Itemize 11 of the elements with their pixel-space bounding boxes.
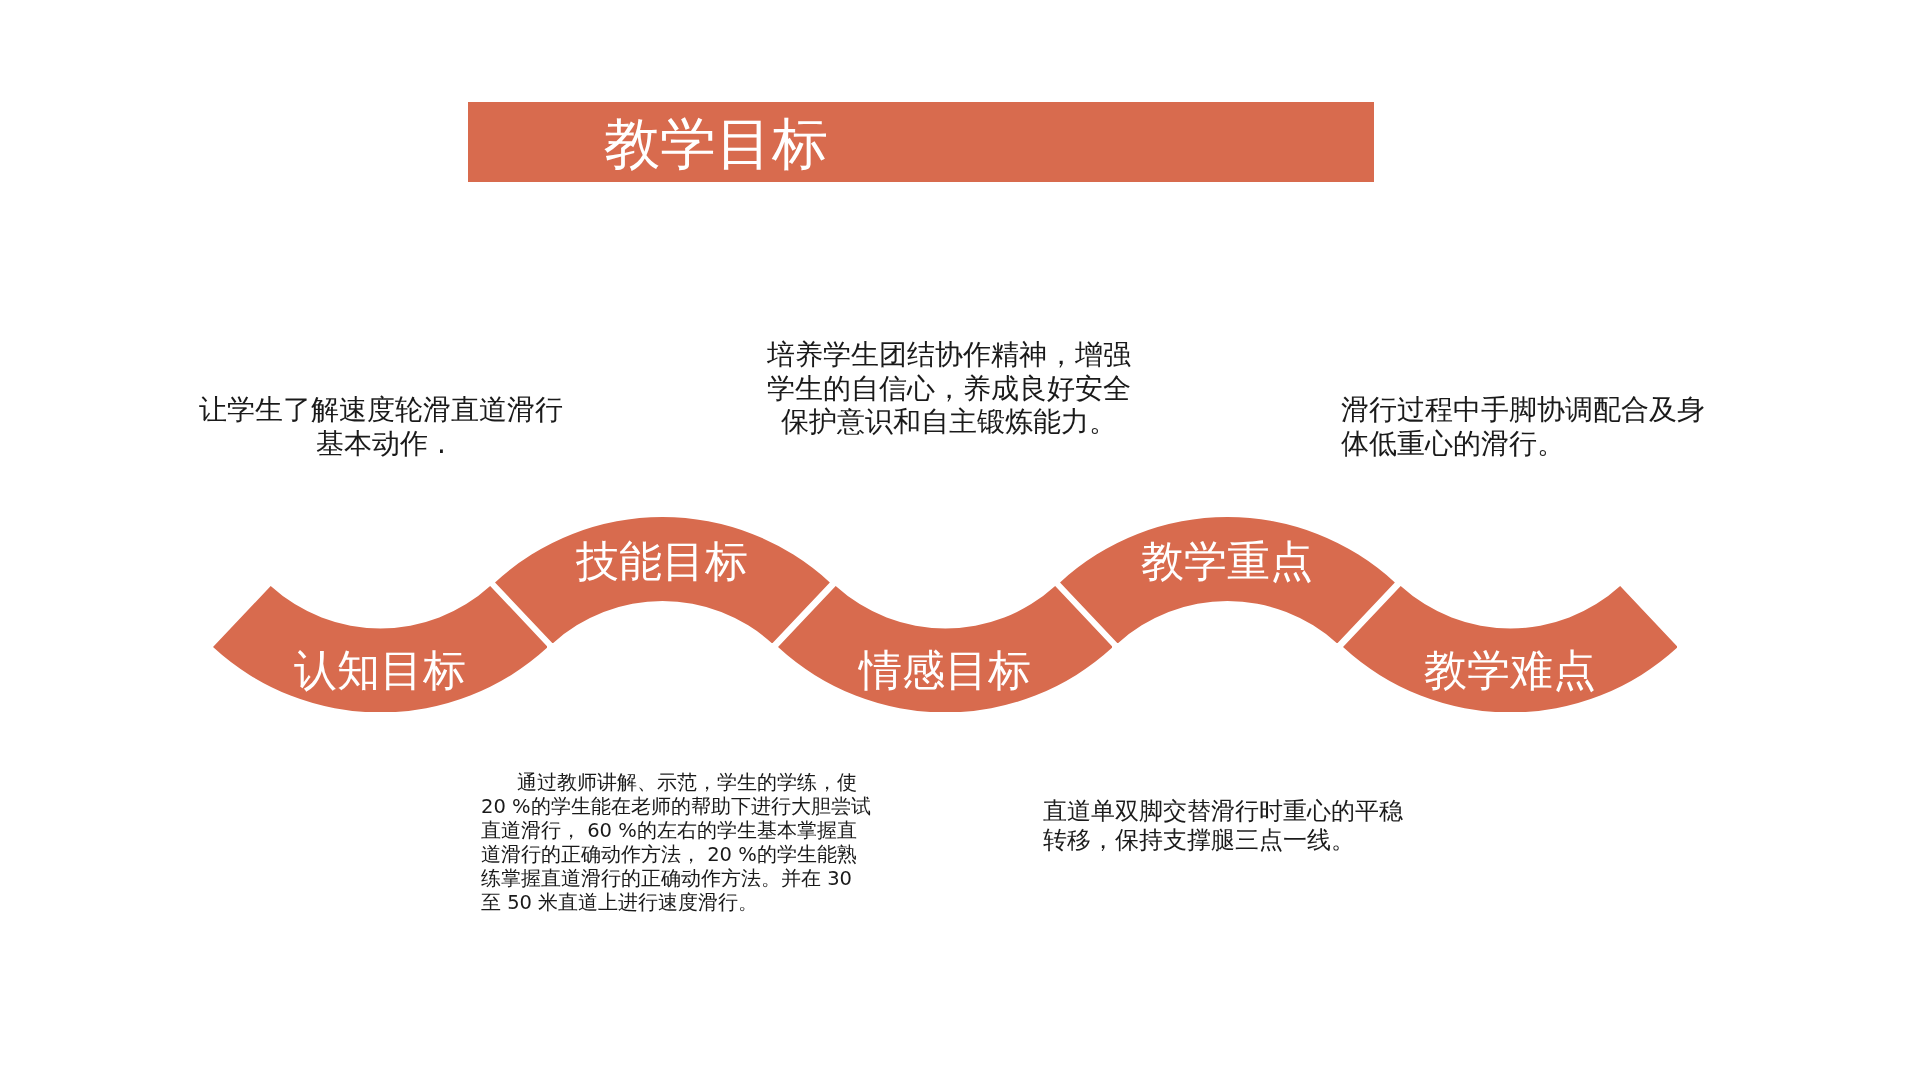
band-label: 认知目标 bbox=[294, 646, 466, 694]
band-label: 技能目标 bbox=[576, 537, 749, 585]
description-text: 通过教师讲解、示范，学生的学练，使20 %的学生能在老师的帮助下进行大胆尝试直道滑行， 60 %的左右的学生基本掌握直道滑行的正确动作方法， 20 %的学生能熟练掌握直道滑行的正确动作方法。并在 30 至 50 米直道上进行速度滑行。 bbox=[481, 771, 871, 915]
description-text: 滑行过程中手脚协调配合及身体低重心的滑行。 bbox=[1341, 393, 1706, 461]
description-text: 直道单双脚交替滑行时重心的平稳转移，保持支撑腿三点一线。 bbox=[1043, 797, 1404, 855]
band-label: 情感目标 bbox=[859, 646, 1031, 694]
band-label: 教学重点 bbox=[1141, 537, 1314, 585]
title: 教学目标 bbox=[604, 114, 828, 174]
band-label: 教学难点 bbox=[1424, 646, 1596, 694]
description-text: 让学生了解速度轮滑直道滑行基本动作 . bbox=[198, 393, 564, 461]
description-text: 培养学生团结协作精神，增强学生的自信心，养成良好安全保护意识和自主锻炼能力。 bbox=[766, 338, 1132, 439]
